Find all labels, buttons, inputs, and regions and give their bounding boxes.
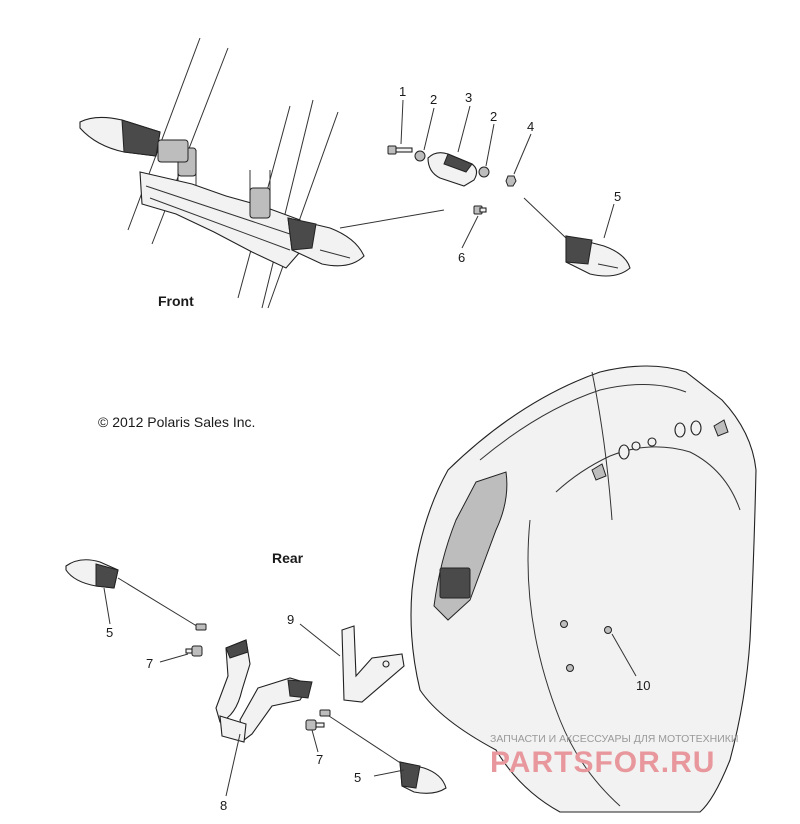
callout-5a: 5 (614, 189, 621, 204)
callout-5b: 5 (106, 625, 113, 640)
callout-3: 3 (465, 90, 472, 105)
callout-1: 1 (399, 84, 406, 99)
rear-left-signal-item-5 (65, 559, 207, 631)
watermark-tagline: ЗАПЧАСТИ И АКСЕССУАРЫ ДЛЯ МОТОТЕХНИКИ (490, 733, 738, 745)
fork-tubes (127, 37, 339, 309)
front-signal-item-5 (523, 197, 631, 277)
watermark: ЗАПЧАСТИ И АКСЕССУАРЫ ДЛЯ МОТОТЕХНИКИ PA… (490, 733, 738, 779)
front-right-turn-signal (287, 217, 365, 267)
callout-7a: 7 (146, 656, 153, 671)
rear-right-signal-item-5 (319, 709, 447, 794)
bolt-item-6 (473, 205, 487, 215)
callout-9: 9 (287, 612, 294, 627)
bolt-item-1 (387, 145, 413, 155)
front-caption: Front (158, 293, 194, 309)
callout-5c: 5 (354, 770, 361, 785)
callout-2a: 2 (430, 92, 437, 107)
washer-item-2b (478, 166, 490, 178)
front-assembly (79, 37, 445, 309)
callout-10: 10 (636, 678, 650, 693)
rear-bracket-item-8 (215, 639, 313, 743)
callout-6: 6 (458, 250, 465, 265)
callout-8: 8 (220, 798, 227, 813)
washer-item-2a (414, 150, 426, 162)
copyright-text: © 2012 Polaris Sales Inc. (98, 414, 255, 430)
bolt-item-7b (305, 719, 325, 731)
callout-4: 4 (527, 119, 534, 134)
callout-2b: 2 (490, 109, 497, 124)
callout-7b: 7 (316, 752, 323, 767)
rear-caption: Rear (272, 550, 304, 566)
rear-fender (410, 365, 757, 813)
fork-nacelle (139, 171, 301, 269)
rear-assembly (65, 365, 757, 813)
front-left-turn-signal (79, 116, 189, 163)
nut-item-4 (505, 175, 517, 187)
rear-bracket-item-9 (341, 625, 405, 703)
bolt-item-7a (185, 645, 203, 657)
front-hardware (387, 99, 631, 277)
watermark-brand: PARTSFOR.RU (490, 746, 715, 779)
